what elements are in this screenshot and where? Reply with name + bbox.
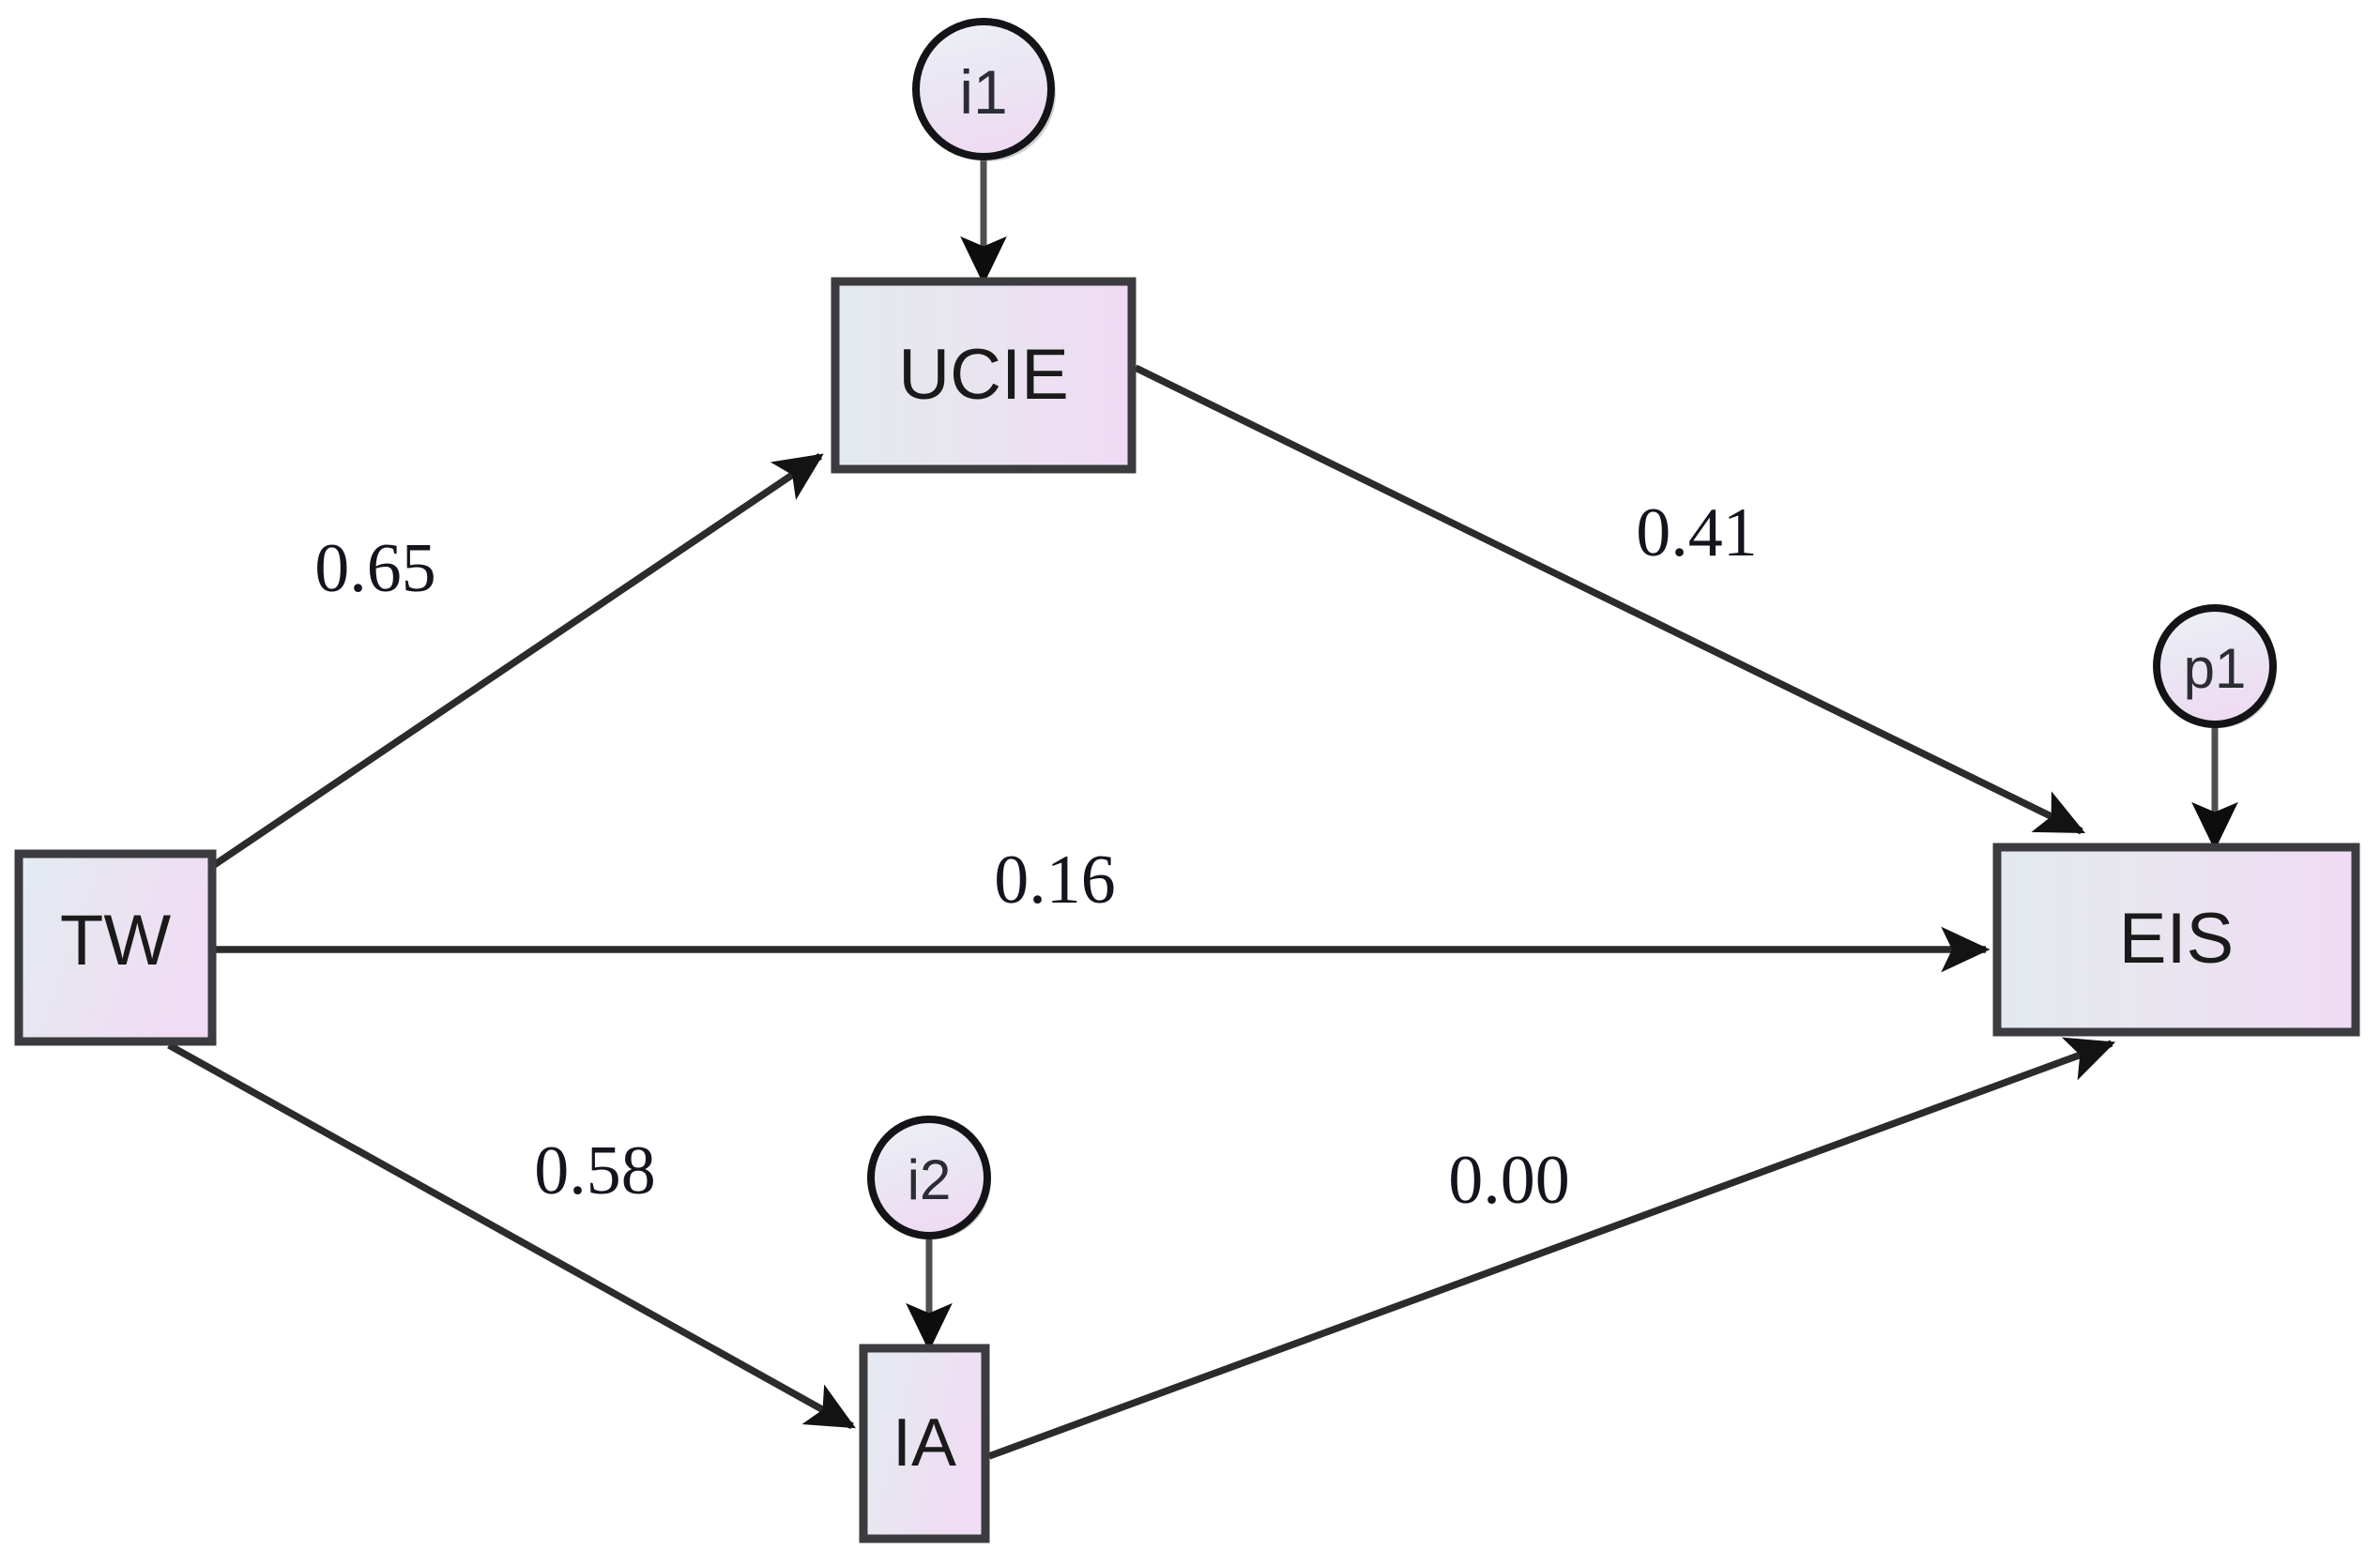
node-ucie-label: UCIE [898, 335, 1069, 415]
node-eis-label: EIS [2119, 899, 2235, 979]
node-tw-label: TW [60, 901, 171, 980]
node-tw[interactable]: TW [14, 849, 217, 1046]
node-ia-box[interactable] [859, 1344, 990, 1543]
edge-weight-tw-ia: 0.58 [534, 1132, 656, 1209]
node-p1-label: p1 [2184, 637, 2247, 700]
node-i1[interactable]: i1 [912, 18, 1056, 161]
node-tw-box[interactable] [14, 849, 217, 1046]
edge-weight-layer: 0.65 0.41 0.16 0.58 0.00 [314, 494, 1758, 1219]
edge-tw-to-ucie [211, 452, 824, 869]
node-eis-box[interactable] [1992, 843, 2360, 1037]
node-ucie[interactable]: UCIE [831, 277, 1137, 474]
node-i2[interactable]: i2 [867, 1116, 991, 1239]
edge-weight-tw-eis: 0.16 [994, 842, 1116, 919]
node-i2-circle[interactable] [867, 1116, 991, 1239]
edge-layer [167, 157, 2238, 1460]
node-p1[interactable]: p1 [2153, 604, 2277, 728]
edge-weight-tw-ucie: 0.65 [314, 530, 436, 607]
node-p1-circle[interactable] [2153, 604, 2277, 728]
node-ucie-box[interactable] [831, 277, 1137, 474]
edge-weight-ucie-eis: 0.41 [1636, 494, 1758, 571]
node-eis[interactable]: EIS [1992, 843, 2360, 1037]
node-i1-label: i1 [959, 57, 1007, 127]
node-i2-label: i2 [908, 1148, 952, 1211]
node-ia-label: IA [892, 1405, 956, 1481]
edge-ia-to-eis [987, 1037, 2116, 1460]
node-i1-circle[interactable] [912, 18, 1055, 160]
node-ia[interactable]: IA [859, 1344, 990, 1543]
edge-tw-to-ia [167, 1041, 856, 1430]
node-layer: TW UCIE EIS IA [14, 18, 2360, 1543]
edge-ucie-to-eis [1134, 364, 2086, 835]
edge-weight-ia-eis: 0.00 [1448, 1142, 1570, 1219]
